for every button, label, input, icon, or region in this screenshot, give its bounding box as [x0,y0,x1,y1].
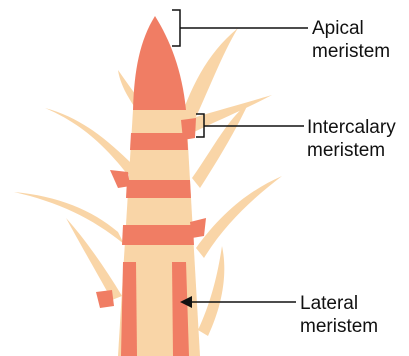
intercalary-label-line2: meristem [307,139,396,162]
apical-label-line1: Apical [312,17,390,40]
intercalary-meristem-label: Intercalary meristem [307,116,396,162]
lateral-label-line2: meristem [300,315,378,338]
apical-bracket [172,10,180,46]
intercalary-band-1 [130,133,188,150]
intercalary-band-2 [126,180,191,198]
apical-meristem-label: Apical meristem [312,17,390,63]
leaf-lower-left [14,192,124,244]
apical-label-line2: meristem [312,40,390,63]
lateral-strip-right [172,262,189,356]
intercalary-leaf-base-1 [181,118,196,140]
leaf-bottom-right [198,246,224,336]
leaf-lower-right [196,176,282,258]
apical-meristem-tip [133,16,186,110]
lateral-strip-left [121,262,137,356]
leaf-mid-left [45,108,136,175]
intercalary-leaf-base-3 [190,218,206,238]
lateral-label-line1: Lateral [300,292,378,315]
intercalary-label-line1: Intercalary [307,116,396,139]
intercalary-leaf-base-4 [96,290,114,308]
intercalary-leaf-base-2 [110,170,130,188]
lateral-meristem-label: Lateral meristem [300,292,378,338]
intercalary-band-3 [122,225,194,245]
